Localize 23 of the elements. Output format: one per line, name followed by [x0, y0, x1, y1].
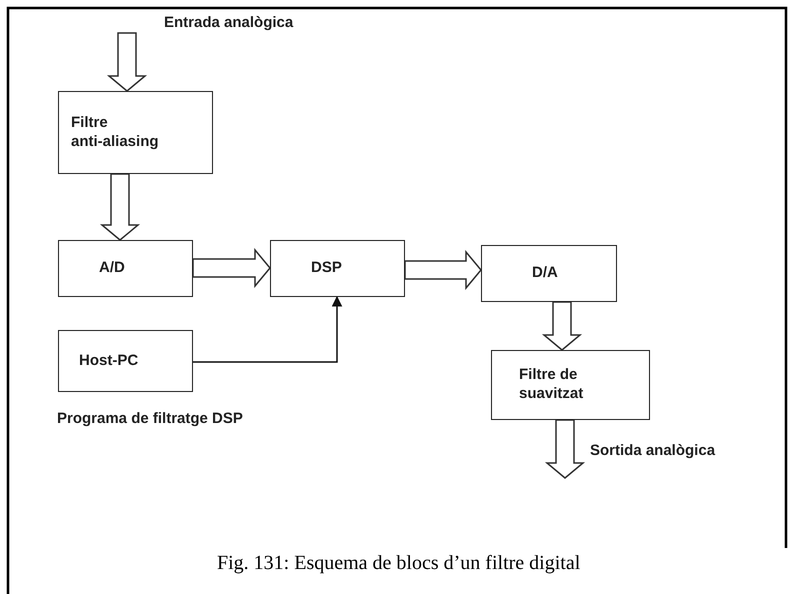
process-box	[58, 91, 213, 174]
process-box	[58, 330, 193, 392]
process-box	[481, 245, 617, 302]
block-arrow	[100, 173, 140, 241]
figure-caption: Fig. 131: Esquema de blocs d’un filtre digital	[217, 552, 580, 575]
box-label: D/A	[532, 264, 559, 283]
block-arrow	[106, 32, 148, 92]
box-label: A/D	[99, 259, 126, 278]
node-caption: Programa de filtratge DSP	[57, 410, 243, 427]
box-label: Filtre anti-aliasing	[71, 114, 160, 152]
process-box	[491, 350, 650, 420]
box-label: Filtre de suavitzat	[519, 366, 584, 404]
edge-label: Sortida analògica	[590, 442, 716, 459]
process-box	[270, 240, 405, 297]
block-arrow	[404, 250, 482, 290]
edge-label: Entrada analògica	[164, 14, 294, 31]
block-arrow	[192, 248, 271, 288]
arrow	[193, 296, 342, 363]
box-label: Host-PC	[79, 352, 140, 370]
block-arrow	[542, 301, 582, 351]
box-label: DSP	[311, 259, 343, 278]
process-box	[58, 240, 193, 297]
block-arrow	[544, 419, 586, 479]
